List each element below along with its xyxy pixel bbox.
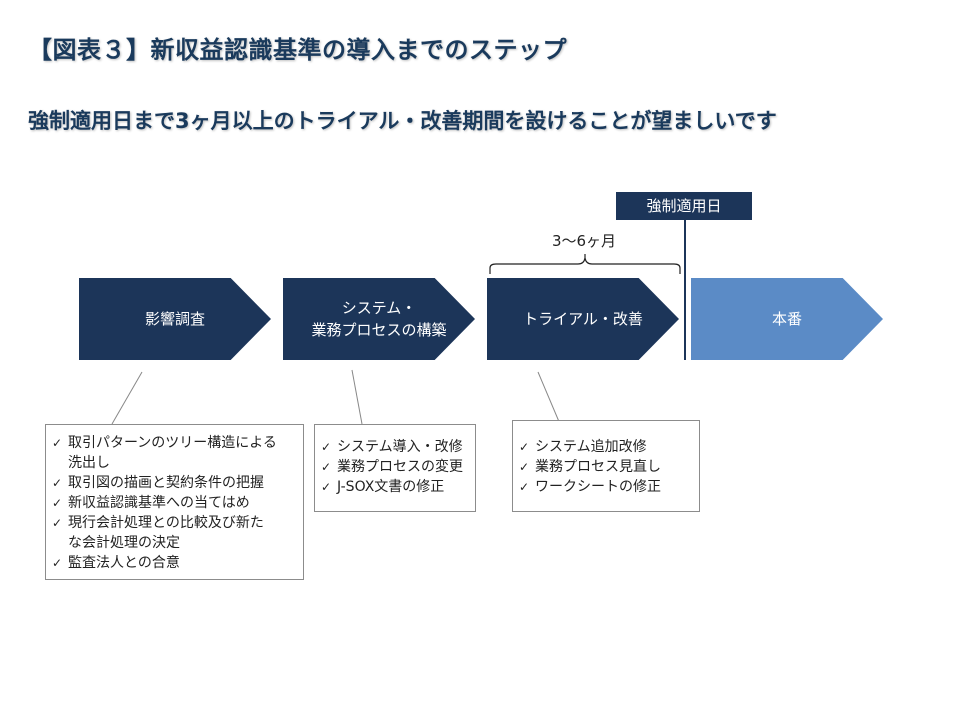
deadline-line: [684, 220, 686, 360]
step-impact-assessment: 影響調査: [79, 278, 271, 360]
check-icon: ✓: [52, 556, 63, 570]
deadline-label: 強制適用日: [616, 192, 752, 220]
list-item: ✓業務プロセスの変更: [321, 459, 463, 475]
list-item: ✓取引図の描画と契約条件の把握: [52, 475, 264, 491]
list-item: ✓新収益認識基準への当てはめ: [52, 495, 250, 511]
check-icon: ✓: [52, 516, 63, 530]
step-production: 本番: [691, 278, 883, 360]
check-icon: ✓: [321, 440, 332, 454]
page-subtitle: 強制適用日まで3ヶ月以上のトライアル・改善期間を設けることが望ましいです: [28, 109, 777, 133]
list-item: ✓業務プロセス見直し: [519, 459, 661, 475]
note-system-build: ✓システム導入・改修 ✓業務プロセスの変更 ✓J-SOX文書の修正: [314, 424, 476, 512]
note-trial-improvement: ✓システム追加改修 ✓業務プロセス見直し ✓ワークシートの修正: [512, 420, 700, 512]
list-item: ✓J-SOX文書の修正: [321, 479, 445, 495]
note-impact-assessment: ✓取引パターンのツリー構造による 洗出し ✓取引図の描画と契約条件の把握 ✓新収…: [45, 424, 304, 580]
check-icon: ✓: [519, 440, 530, 454]
list-item: ✓システム追加改修: [519, 439, 647, 455]
check-icon: ✓: [321, 480, 332, 494]
period-label: 3〜6ヶ月: [551, 232, 617, 250]
period-bracket: [489, 254, 681, 274]
check-icon: ✓: [52, 436, 63, 450]
check-icon: ✓: [321, 460, 332, 474]
check-icon: ✓: [519, 480, 530, 494]
check-icon: ✓: [519, 460, 530, 474]
page-title: 【図表３】新収益認識基準の導入までのステップ: [28, 36, 567, 64]
list-item: ✓取引パターンのツリー構造による 洗出し: [52, 435, 277, 471]
list-item: ✓システム導入・改修: [321, 439, 463, 455]
list-item: ✓監査法人との合意: [52, 555, 180, 571]
check-icon: ✓: [52, 476, 63, 490]
list-item: ✓ワークシートの修正: [519, 479, 661, 495]
step-label: システム・ 業務プロセスの構築: [311, 299, 447, 339]
step-label: トライアル・改善: [523, 310, 643, 328]
step-label: 影響調査: [144, 310, 205, 328]
check-icon: ✓: [52, 496, 63, 510]
list-item: ✓現行会計処理との比較及び新た な会計処理の決定: [52, 515, 264, 551]
step-trial-improvement: トライアル・改善: [487, 278, 679, 360]
step-label: 本番: [771, 310, 802, 328]
step-system-build: システム・ 業務プロセスの構築: [283, 278, 475, 360]
